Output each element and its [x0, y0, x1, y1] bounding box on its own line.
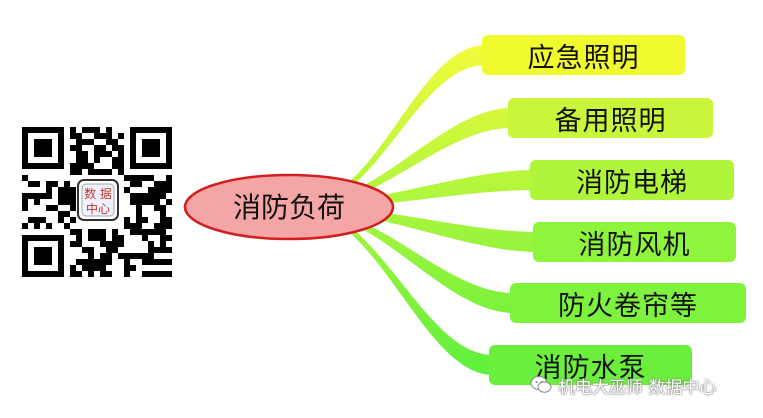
branch-node[interactable]: 消防电梯	[530, 160, 734, 200]
branch-node[interactable]: 应急照明	[482, 35, 685, 75]
wechat-icon	[530, 376, 552, 393]
watermark: 机电大巫师 数据中心	[530, 372, 716, 398]
branch-connector	[298, 170, 534, 209]
branch-connector	[298, 205, 514, 313]
branch-connector	[298, 205, 493, 375]
qr-logo: 数 据 中心	[77, 179, 119, 221]
branch-connector	[298, 45, 486, 209]
branch-node[interactable]: 备用照明	[508, 98, 713, 138]
qr-code-modules	[22, 127, 172, 277]
qr-logo-text-bottom: 中心	[86, 201, 110, 216]
branch-node-label: 应急照明	[527, 42, 640, 74]
center-node-label: 消防负荷	[233, 191, 345, 224]
branch-node-label: 防火卷帘等	[558, 290, 698, 322]
branch-connector	[298, 108, 512, 209]
branch-node[interactable]: 消防风机	[533, 222, 736, 262]
branch-connector	[298, 205, 537, 252]
qr-logo-text-top: 数 据	[84, 186, 112, 201]
watermark-text: 机电大巫师 数据中心	[558, 377, 717, 398]
qr-code: 数 据 中心	[20, 125, 172, 277]
branch-node-label: 消防电梯	[576, 167, 688, 199]
branch-connectors	[298, 45, 537, 375]
branch-node-label: 备用照明	[554, 105, 667, 137]
branch-node-label: 消防风机	[578, 229, 691, 261]
branch-node[interactable]: 消防水泵	[489, 345, 692, 385]
branch-node[interactable]: 防火卷帘等	[510, 283, 746, 323]
center-node[interactable]: 消防负荷	[183, 173, 395, 241]
branch-node-label: 消防水泵	[534, 352, 647, 384]
